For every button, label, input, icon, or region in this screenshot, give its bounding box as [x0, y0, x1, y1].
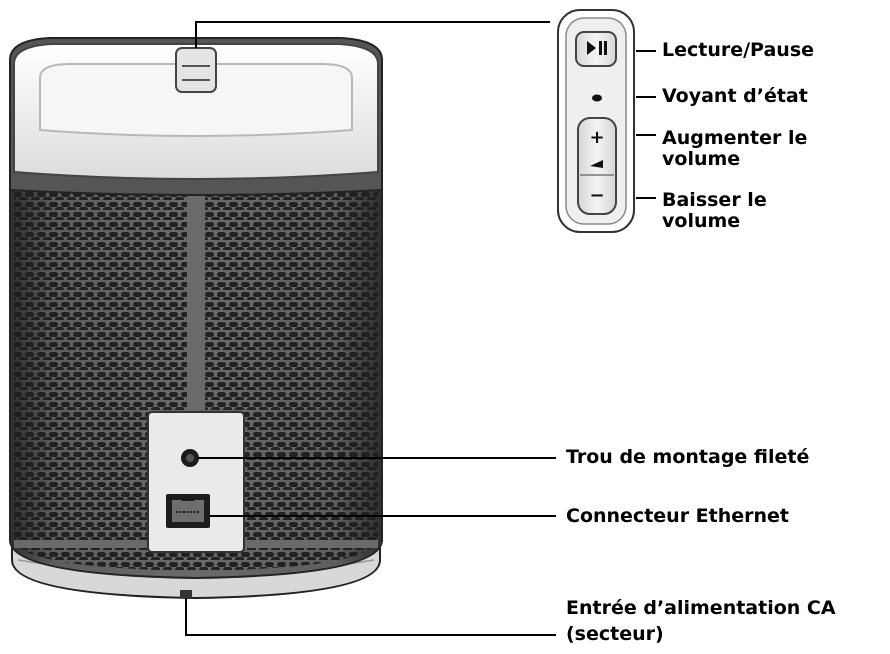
top-leader-line [195, 21, 550, 48]
top-buttons [175, 47, 217, 93]
center-strip [187, 150, 205, 410]
rear-panel [147, 411, 245, 553]
label-mounting-hole: Trou de montage fileté [566, 446, 810, 468]
control-leaders [636, 50, 656, 199]
control-strip: + − [557, 9, 635, 233]
volume-down-icon: − [589, 185, 604, 206]
volume-up-icon: + [589, 127, 604, 148]
power-leader [185, 596, 556, 636]
label-volume-down-2: volume [662, 210, 741, 232]
label-volume-up-1: Augmenter le [662, 127, 808, 149]
label-ethernet: Connecteur Ethernet [566, 505, 790, 527]
speaker-body [9, 119, 383, 580]
ethernet-port-icon [166, 494, 210, 528]
speaker-top [9, 37, 383, 196]
power-cable-icon [180, 590, 192, 598]
play-pause-icon [587, 41, 607, 55]
mounting-hole-icon [181, 449, 199, 467]
label-volume-down-1: Baisser le [662, 189, 767, 211]
status-led-icon [592, 94, 602, 102]
label-power-2: (secteur) [566, 623, 664, 645]
label-volume-up-2: volume [662, 148, 741, 170]
play-pause-button [575, 31, 617, 67]
label-status-led: Voyant d’état [662, 85, 808, 107]
label-play-pause: Lecture/Pause [662, 39, 815, 61]
label-power-1: Entrée d’alimentation CA [566, 597, 836, 619]
volume-wedge-icon [590, 160, 603, 168]
